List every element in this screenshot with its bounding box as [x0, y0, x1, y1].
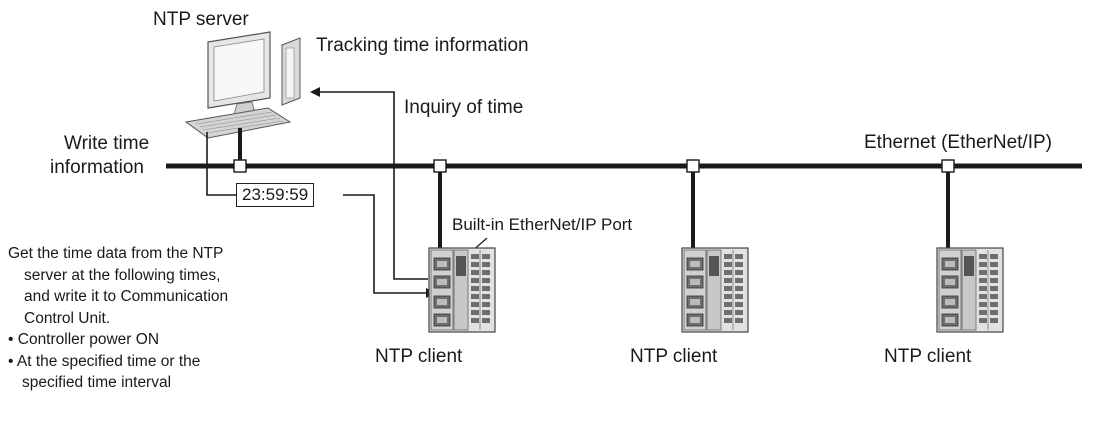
bullet-2: • At the specified time or the — [8, 351, 228, 373]
tap-server — [233, 159, 247, 173]
tap-client-2 — [686, 159, 700, 173]
ethernet-label: Ethernet (EtherNet/IP) — [864, 132, 1052, 153]
bullet-2-text-line-1: At the specified time or the — [16, 352, 201, 370]
bullet-2-text-line-2: specified time interval — [22, 374, 172, 391]
bullet-1-text: Controller power ON — [17, 331, 160, 348]
controller-icon — [936, 247, 1004, 333]
controller-icon — [681, 247, 749, 333]
bullet-2-marker: • — [8, 352, 14, 370]
inquiry-label: Inquiry of time — [404, 97, 524, 118]
write-time-label-line2: information — [50, 157, 144, 178]
description-block: Get the time data from the NTP server at… — [8, 243, 228, 394]
write-time-label-line1: Write time — [64, 133, 150, 154]
arrow-head-to-server — [310, 87, 320, 97]
ntp-server-label: NTP server — [153, 9, 249, 30]
tracking-label: Tracking time information — [316, 35, 529, 56]
bullet-1-marker: • — [8, 331, 14, 348]
time-value-box: 23:59:59 — [236, 183, 315, 207]
bullet-1: • Controller power ON — [8, 329, 228, 351]
controller-icon — [428, 247, 496, 333]
description-line-1: Get the time data from the NTP — [8, 245, 224, 262]
computer-icon — [184, 31, 301, 139]
description-line-3: and write it to Communication — [24, 288, 229, 305]
tracking-path — [318, 91, 428, 280]
description-line-4: Control Unit. — [24, 309, 111, 327]
builtin-port-label: Built-in EtherNet/IP Port — [452, 215, 633, 234]
bus-taps — [233, 159, 955, 173]
tap-client-1 — [433, 159, 447, 173]
connection-lines — [166, 91, 1082, 294]
client-label-3: NTP client — [884, 346, 972, 367]
tap-client-3 — [941, 159, 955, 173]
client-label-1: NTP client — [375, 346, 463, 367]
write-time-path — [206, 132, 236, 196]
time-to-client-path — [343, 194, 428, 294]
controllers-group — [428, 247, 1004, 333]
bullet-2-continuation: specified time interval — [8, 372, 228, 394]
client-label-2: NTP client — [630, 346, 718, 367]
description-line-2: server at the following times, — [24, 266, 221, 284]
